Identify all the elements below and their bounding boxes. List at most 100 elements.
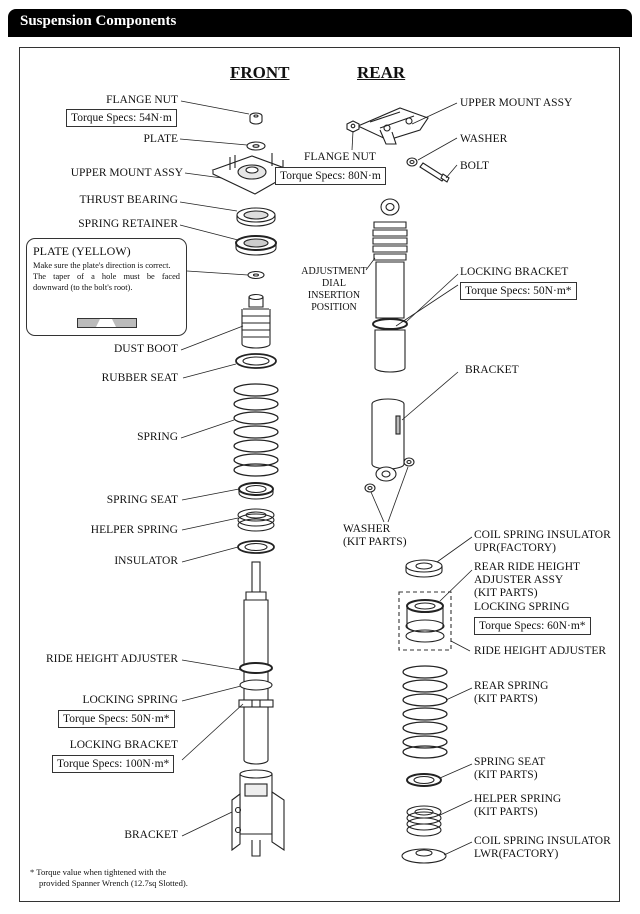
rear-ride-height-adjuster-label: RIDE HEIGHT ADJUSTER: [474, 645, 607, 657]
adjustment-dial-line1: ADJUSTMENT: [301, 266, 367, 277]
rear-ride-height-assy-line3: (KIT PARTS): [474, 587, 538, 599]
rear-coil-insulator-lwr-line1: COIL SPRING INSULATOR: [474, 835, 611, 847]
front-spring-seat-part: [238, 482, 274, 500]
plate-note-title: PLATE (YELLOW): [33, 244, 131, 258]
adjustment-dial-line3: INSERTION: [307, 290, 361, 301]
rear-bolt-part: [419, 162, 450, 183]
front-flange-nut-part: [249, 112, 263, 125]
rear-flange-nut-part: [346, 120, 360, 133]
front-upper-mount-label: UPPER MOUNT ASSY: [70, 167, 183, 179]
front-spring-seat-label: SPRING SEAT: [106, 494, 178, 506]
front-ride-height-adjuster-label: RIDE HEIGHT ADJUSTER: [45, 653, 178, 665]
front-heading: FRONT: [230, 63, 290, 82]
footnote-line2: provided Spanner Wrench (12.7sq Slotted)…: [39, 878, 188, 888]
rear-spring-part: [402, 665, 448, 759]
front-locking-spring-torque-box: Torque Specs: 50N·m*: [58, 710, 175, 728]
front-spring-retainer-label: SPRING RETAINER: [78, 218, 178, 230]
rear-kit-washer-line1: WASHER: [343, 523, 391, 535]
section-header: Suspension Components: [8, 9, 632, 37]
rear-damper-part: [372, 198, 408, 373]
rear-ride-height-assy-line1: REAR RIDE HEIGHT: [474, 561, 581, 573]
front-thrust-bearing-part: [236, 207, 276, 227]
front-insulator-label: INSULATOR: [114, 555, 178, 567]
front-flange-nut-torque-box: Torque Specs: 54N·m: [66, 109, 177, 127]
front-shock-absorber-part: [238, 561, 274, 765]
rear-coil-insulator-upr-label: COIL SPRING INSULATOR UPR(FACTORY): [474, 529, 611, 555]
rear-flange-nut-torque-box: Torque Specs: 80N·m: [275, 167, 386, 185]
plate-note-box: PLATE (YELLOW) Make sure the plate's dir…: [26, 238, 187, 336]
rear-locking-spring-label: LOCKING SPRING: [474, 601, 570, 613]
rear-kit-washer-right-part: [403, 457, 415, 467]
front-helper-spring-label: HELPER SPRING: [90, 524, 178, 536]
rear-bolt-label: BOLT: [460, 160, 489, 172]
front-spring-label: SPRING: [137, 431, 178, 443]
rear-spring-seat-part: [406, 773, 442, 787]
rear-helper-spring-line2: (KIT PARTS): [474, 806, 538, 818]
rear-upper-mount-label: UPPER MOUNT ASSY: [460, 97, 573, 109]
rear-spring-line1: REAR SPRING: [474, 680, 549, 692]
rear-locking-bracket-torque-box: Torque Specs: 50N·m*: [460, 282, 577, 300]
front-small-plate-part: [247, 270, 265, 280]
front-flange-nut-label: FLANGE NUT: [106, 94, 178, 106]
leader-lines: [179, 100, 473, 856]
adjustment-dial-line2: DIAL: [322, 278, 346, 289]
plate-taper-symbol: [77, 318, 137, 328]
rear-ride-height-assy-label: REAR RIDE HEIGHT ADJUSTER ASSY (KIT PART…: [474, 561, 580, 600]
rear-coil-insulator-lwr-label: COIL SPRING INSULATOR LWR(FACTORY): [474, 835, 611, 861]
plate-note-line1: Make sure the plate's direction is corre…: [33, 261, 171, 270]
rear-locking-bracket-label: LOCKING BRACKET: [460, 266, 569, 278]
rear-bracket-part: [371, 398, 405, 482]
front-dust-boot-part: [241, 293, 271, 349]
plate-note-line2: The taper of a hole must be faced downwa…: [33, 272, 180, 292]
footnote-line1: * Torque value when tightened with the: [30, 867, 167, 877]
rear-helper-spring-label: HELPER SPRING (KIT PARTS): [474, 793, 561, 819]
rear-coil-insulator-upr-line2: UPR(FACTORY): [474, 542, 557, 554]
front-locking-spring-label: LOCKING SPRING: [82, 694, 178, 706]
rear-kit-washer-label: WASHER (KIT PARTS): [343, 523, 407, 549]
rear-upper-mount-part: [356, 107, 429, 145]
front-dust-boot-label: DUST BOOT: [113, 343, 178, 355]
front-spring-part: [233, 383, 279, 477]
rear-spring-line2: (KIT PARTS): [474, 693, 538, 705]
front-upper-mount-part: [211, 153, 292, 195]
rear-spring-seat-line2: (KIT PARTS): [474, 769, 538, 781]
front-thrust-bearing-label: THRUST BEARING: [79, 194, 178, 206]
rear-helper-spring-line1: HELPER SPRING: [474, 793, 562, 805]
rear-coil-insulator-upr-line1: COIL SPRING INSULATOR: [474, 529, 611, 541]
front-helper-spring-part: [237, 508, 275, 532]
adjustment-dial-label: ADJUSTMENT DIAL INSERTION POSITION: [299, 266, 369, 314]
rear-spring-seat-label: SPRING SEAT (KIT PARTS): [474, 756, 545, 782]
adjustment-dial-line4: POSITION: [311, 302, 357, 313]
front-bracket-part: [231, 769, 285, 857]
rear-coil-insulator-lwr-line2: LWR(FACTORY): [474, 848, 559, 860]
rear-locking-spring-torque-box: Torque Specs: 60N·m*: [474, 617, 591, 635]
torque-footnote: * Torque value when tightened with the p…: [30, 867, 188, 889]
rear-coil-insulator-upr-part: [405, 559, 443, 578]
front-locking-bracket-torque-box: Torque Specs: 100N·m*: [52, 755, 175, 773]
rear-ride-height-adjuster-part: [405, 599, 445, 643]
front-spring-retainer-part: [235, 235, 277, 256]
front-locking-bracket-label: LOCKING BRACKET: [69, 739, 178, 751]
front-plate-label: PLATE: [143, 133, 179, 145]
section-title: Suspension Components: [20, 13, 177, 29]
front-bracket-label: BRACKET: [124, 829, 178, 841]
rear-coil-insulator-lwr-part: [401, 848, 447, 864]
rear-bracket-label: BRACKET: [465, 364, 519, 376]
rear-heading: REAR: [357, 63, 406, 82]
diagram-frame: [19, 47, 620, 902]
rear-helper-spring-part: [406, 805, 442, 837]
front-rubber-seat-label: RUBBER SEAT: [101, 372, 178, 384]
front-insulator-part: [237, 540, 275, 554]
rear-kit-washer-left-part: [364, 483, 376, 493]
rear-spring-seat-line1: SPRING SEAT: [474, 756, 546, 768]
rear-adjuster-assy-dashed-box: [398, 591, 452, 651]
rear-washer-label: WASHER: [460, 133, 508, 145]
rear-washer-part: [406, 157, 418, 167]
rear-spring-label: REAR SPRING (KIT PARTS): [474, 680, 548, 706]
rear-kit-washer-line2: (KIT PARTS): [343, 536, 407, 548]
front-rubber-seat-part: [235, 353, 277, 369]
rear-ride-height-assy-line2: ADJUSTER ASSY: [474, 574, 564, 586]
rear-flange-nut-label: FLANGE NUT: [304, 151, 376, 163]
front-plate-part: [246, 141, 266, 151]
